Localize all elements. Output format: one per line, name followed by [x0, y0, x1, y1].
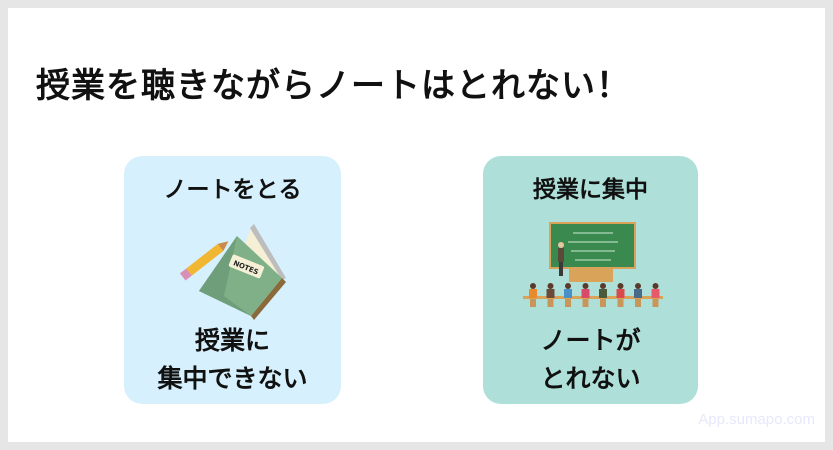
student-icon — [529, 283, 537, 307]
card-focus-lecture: 授業に集中 ノートが とれない — [483, 156, 698, 404]
student-icon — [581, 283, 590, 307]
student-icon — [599, 283, 607, 307]
notebook-pencil-icon: NOTES — [124, 216, 341, 326]
page-title: 授業を聴きながらノートはとれない！ — [36, 66, 631, 106]
student-icon — [616, 283, 625, 307]
consequence-line2: とれない — [540, 364, 641, 393]
consequence-line1: 授業に — [194, 326, 270, 355]
student-icon — [564, 283, 572, 307]
slide: 授業を聴きながらノートはとれない！ ノートをとる NOTES 授業に 集中できな… — [8, 8, 825, 442]
student-icon — [634, 283, 642, 307]
classroom-lecture-icon — [483, 216, 698, 326]
consequence-line1: ノートが — [540, 326, 641, 355]
student-icon — [546, 283, 555, 307]
watermark: App.sumapo.com — [698, 411, 815, 428]
card-title: ノートをとる — [163, 177, 302, 203]
card-consequence: 授業に 集中できない — [124, 322, 341, 398]
student-icon — [651, 283, 660, 307]
consequence-line2: 集中できない — [157, 364, 308, 393]
card-consequence: ノートが とれない — [483, 322, 698, 398]
card-title: 授業に集中 — [533, 177, 648, 203]
card-take-notes: ノートをとる NOTES 授業に 集中できない — [124, 156, 341, 404]
